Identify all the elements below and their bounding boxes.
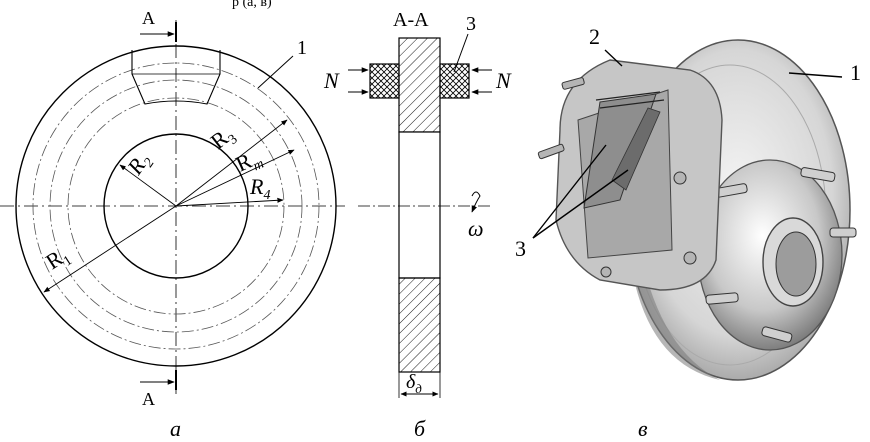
leader-disk-a [257, 55, 294, 89]
label-r4: R4 [249, 174, 270, 203]
callout-3-panel-c: 3 [515, 236, 526, 261]
rim-bottom [398, 277, 441, 373]
radius-r1-line [43, 205, 177, 293]
circle-r3 [32, 62, 320, 350]
force-label-left: N [323, 68, 340, 93]
caliper-bolts [537, 77, 697, 278]
callout-3-panel-b: 3 [466, 13, 476, 35]
caption-a: а [170, 416, 181, 441]
pad-right [439, 63, 470, 99]
leader-pad-b [453, 33, 469, 73]
outer-circle-r1 [15, 45, 337, 367]
label-r1: R1 [41, 241, 75, 277]
pad-outline [131, 50, 221, 105]
section-label-bottom: A [142, 389, 155, 409]
rotation-arrow [471, 191, 481, 213]
caption-b: б [414, 416, 426, 441]
inner-circle-r2 [103, 133, 249, 279]
callout-1-panel-a: 1 [297, 37, 307, 59]
hub-opening [398, 131, 441, 279]
leader-caliper-c [604, 49, 623, 67]
panel-c-brake-illustration [532, 39, 857, 381]
callout-1-panel-c: 1 [850, 60, 861, 85]
wheel-studs [705, 167, 857, 343]
radius-r4-line [175, 197, 284, 207]
section-title: А-А [393, 9, 429, 31]
circle-rm [49, 79, 303, 333]
callout-2-panel-c: 2 [589, 24, 600, 49]
panel-a-disk-drawing [0, 20, 345, 395]
pad-spring [595, 91, 665, 109]
caption-c: в [638, 416, 648, 441]
omega-label: ω [468, 216, 484, 241]
hub-bearing-inner [775, 231, 817, 297]
radius-r2-line [119, 164, 177, 207]
leader-pad-c-1 [532, 144, 607, 239]
pad-left [369, 63, 400, 99]
rim-top [398, 37, 441, 133]
brake-pad-inner [611, 107, 661, 191]
radius-rm-line [175, 149, 295, 207]
leader-pad-c-2 [532, 169, 629, 239]
force-label-right: N [495, 68, 512, 93]
brake-pad-outer [583, 93, 657, 209]
header-fragment: р (а, в) [232, 0, 272, 10]
disc-shadow [626, 210, 720, 380]
circle-r4 [67, 97, 285, 315]
section-label-top: A [142, 8, 155, 28]
radius-r3-line [175, 119, 288, 207]
leader-disk-c [788, 72, 843, 78]
panel-b-section-drawing [348, 33, 492, 398]
thickness-label: δд [406, 371, 422, 396]
